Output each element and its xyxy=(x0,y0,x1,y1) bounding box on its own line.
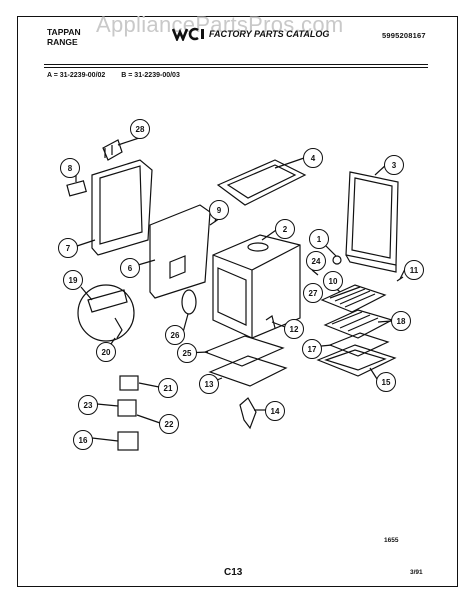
header-rule-top xyxy=(44,64,428,65)
callout-16: 16 xyxy=(73,430,93,450)
callout-18: 18 xyxy=(391,311,411,331)
part-cooktop xyxy=(216,159,307,206)
part-back-panel xyxy=(149,204,211,299)
callout-17: 17 xyxy=(302,339,322,359)
drawing-code: 1655 xyxy=(384,537,399,544)
part-switch-a xyxy=(119,375,139,391)
callout-1: 1 xyxy=(309,229,329,249)
callout-14: 14 xyxy=(265,401,285,421)
callout-13: 13 xyxy=(199,374,219,394)
part-switch-b xyxy=(117,399,137,417)
part-drawer-base xyxy=(208,355,288,387)
part-oven-body xyxy=(212,234,301,339)
callout-6: 6 xyxy=(120,258,140,278)
model-legend: A = 31-2239-00/02 B = 31-2239-00/03 xyxy=(47,72,194,79)
callout-2: 2 xyxy=(275,219,295,239)
callout-3: 3 xyxy=(384,155,404,175)
header-rule-bottom xyxy=(44,67,428,68)
page-number: C13 xyxy=(224,567,243,578)
part-bracket xyxy=(102,139,123,161)
catalog-title: FACTORY PARTS CATALOG xyxy=(209,29,330,39)
part-side-panel xyxy=(91,159,153,256)
callout-21: 21 xyxy=(158,378,178,398)
model-a: A = 31-2239-00/02 xyxy=(47,72,106,79)
product-type: RANGE xyxy=(47,37,78,47)
callout-19: 19 xyxy=(63,270,83,290)
part-label xyxy=(66,180,87,197)
part-switch-assembly xyxy=(77,284,135,342)
callout-11: 11 xyxy=(404,260,424,280)
callout-10: 10 xyxy=(323,271,343,291)
part-door-handle xyxy=(239,397,257,430)
callout-7: 7 xyxy=(58,238,78,258)
page-border xyxy=(17,16,458,587)
callout-25: 25 xyxy=(177,343,197,363)
callout-23: 23 xyxy=(78,395,98,415)
site-watermark: AppliancePartsPros.com xyxy=(96,12,344,37)
callout-27: 27 xyxy=(303,283,323,303)
brand-block: TAPPAN RANGE xyxy=(47,27,81,47)
catalog-number: 5995208167 xyxy=(382,31,426,40)
brand-name: TAPPAN xyxy=(47,27,81,37)
callout-26: 26 xyxy=(165,325,185,345)
callout-12: 12 xyxy=(284,319,304,339)
callout-28: 28 xyxy=(130,119,150,139)
part-switch-c xyxy=(117,431,139,451)
callout-9: 9 xyxy=(209,200,229,220)
part-oven-rack xyxy=(320,284,387,313)
callout-20: 20 xyxy=(96,342,116,362)
callout-15: 15 xyxy=(376,372,396,392)
part-drawer-front xyxy=(316,344,397,377)
callout-8: 8 xyxy=(60,158,80,178)
callout-22: 22 xyxy=(159,414,179,434)
wci-logo xyxy=(172,27,204,41)
revision-date: 3/91 xyxy=(410,569,423,576)
callout-4: 4 xyxy=(303,148,323,168)
part-drawer-liner xyxy=(203,335,285,367)
callout-24: 24 xyxy=(306,251,326,271)
model-b: B = 31-2239-00/03 xyxy=(121,72,180,79)
